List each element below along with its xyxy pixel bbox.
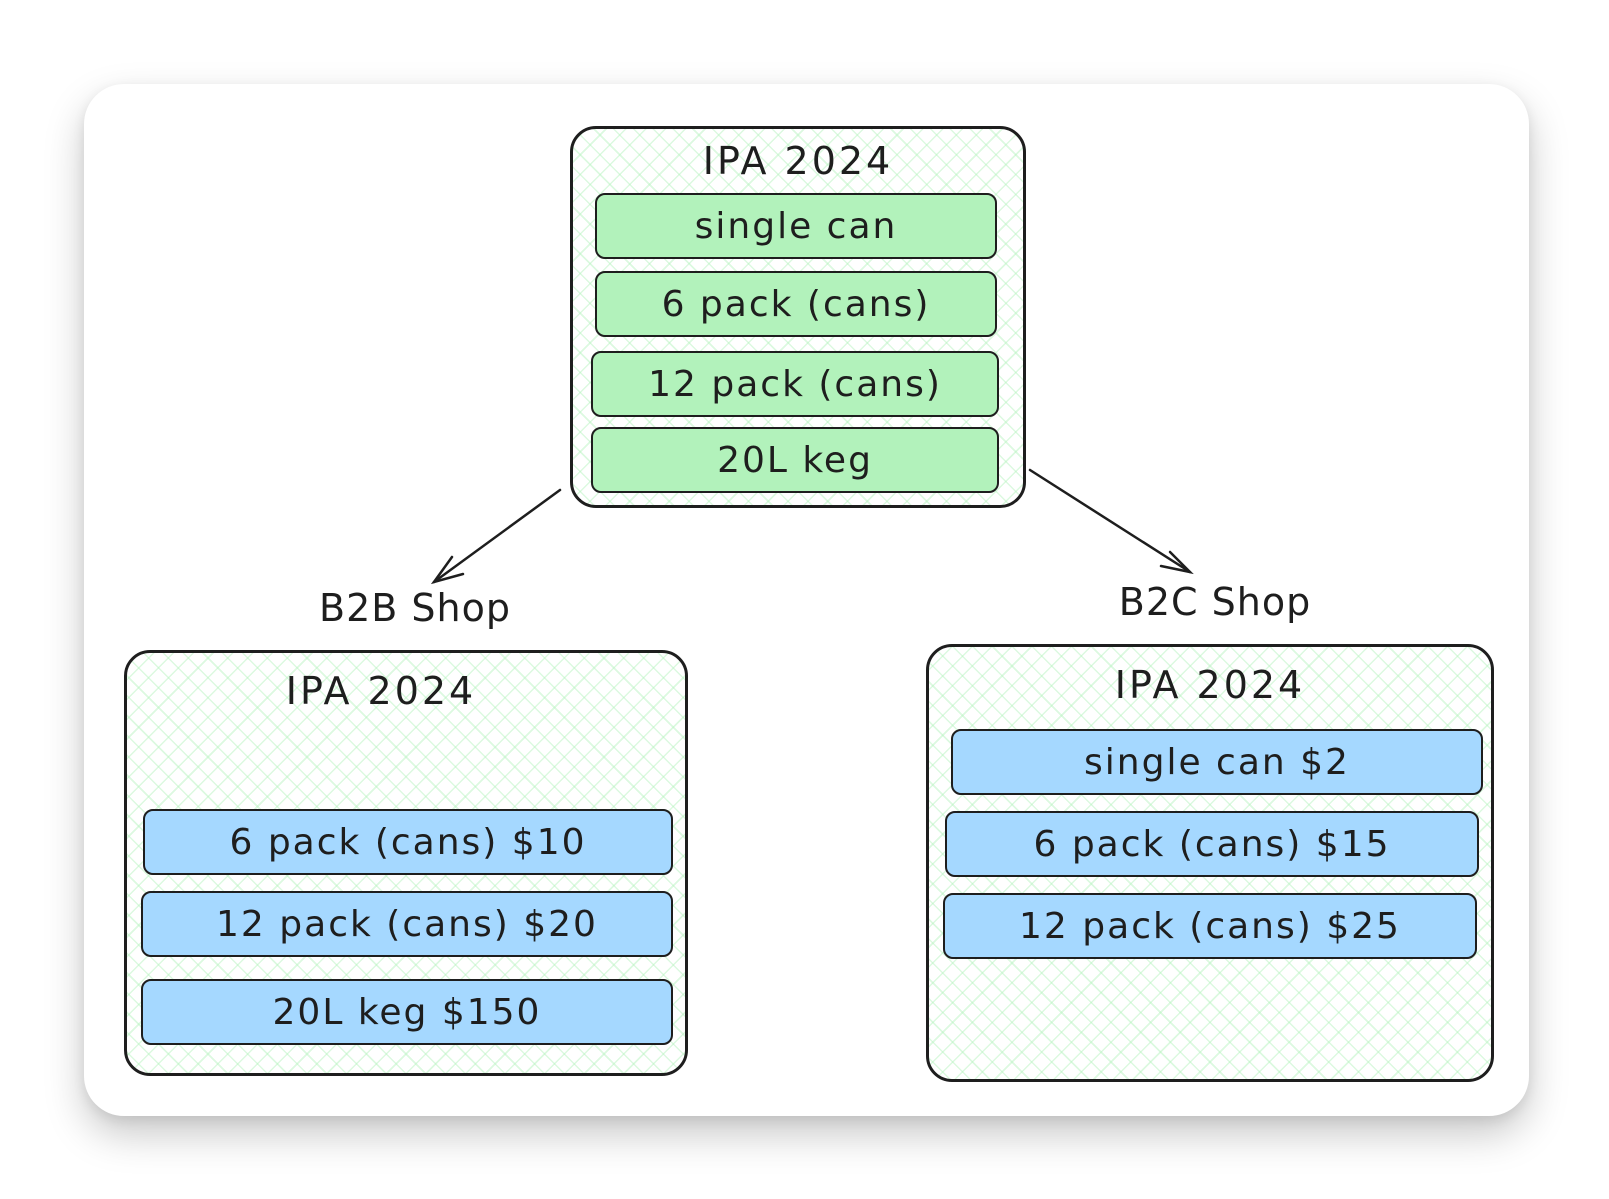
source-item-20l-keg[interactable]: 20L keg: [591, 427, 999, 493]
b2c-item-12-pack[interactable]: 12 pack (cans) $25: [943, 893, 1477, 959]
arrow-to-b2b-head: [430, 555, 465, 585]
b2c-item-single-can[interactable]: single can $2: [951, 729, 1483, 795]
b2b-product-title: IPA 2024: [285, 669, 477, 713]
source-product-title: IPA 2024: [702, 139, 894, 183]
source-item-6-pack[interactable]: 6 pack (cans): [595, 271, 997, 337]
b2b-shop-label: B2B Shop: [319, 586, 511, 630]
source-item-12-pack[interactable]: 12 pack (cans): [591, 351, 999, 417]
b2b-product-box[interactable]: IPA 2024 6 pack (cans) $10 12 pack (cans…: [124, 650, 688, 1076]
source-item-single-can[interactable]: single can: [595, 193, 997, 259]
b2b-item-12-pack[interactable]: 12 pack (cans) $20: [141, 891, 673, 957]
b2c-item-6-pack[interactable]: 6 pack (cans) $15: [945, 811, 1479, 877]
b2b-item-20l-keg[interactable]: 20L keg $150: [141, 979, 673, 1045]
b2c-product-title: IPA 2024: [1114, 663, 1306, 707]
arrow-to-b2c-head: [1159, 550, 1194, 575]
source-product-box[interactable]: IPA 2024 single can 6 pack (cans) 12 pac…: [570, 126, 1026, 508]
arrow-to-b2c: [1028, 468, 1192, 574]
b2c-shop-label: B2C Shop: [1118, 580, 1312, 624]
b2c-product-box[interactable]: IPA 2024 single can $2 6 pack (cans) $15…: [926, 644, 1494, 1082]
b2b-item-6-pack[interactable]: 6 pack (cans) $10: [143, 809, 673, 875]
arrow-to-b2b: [432, 488, 562, 584]
